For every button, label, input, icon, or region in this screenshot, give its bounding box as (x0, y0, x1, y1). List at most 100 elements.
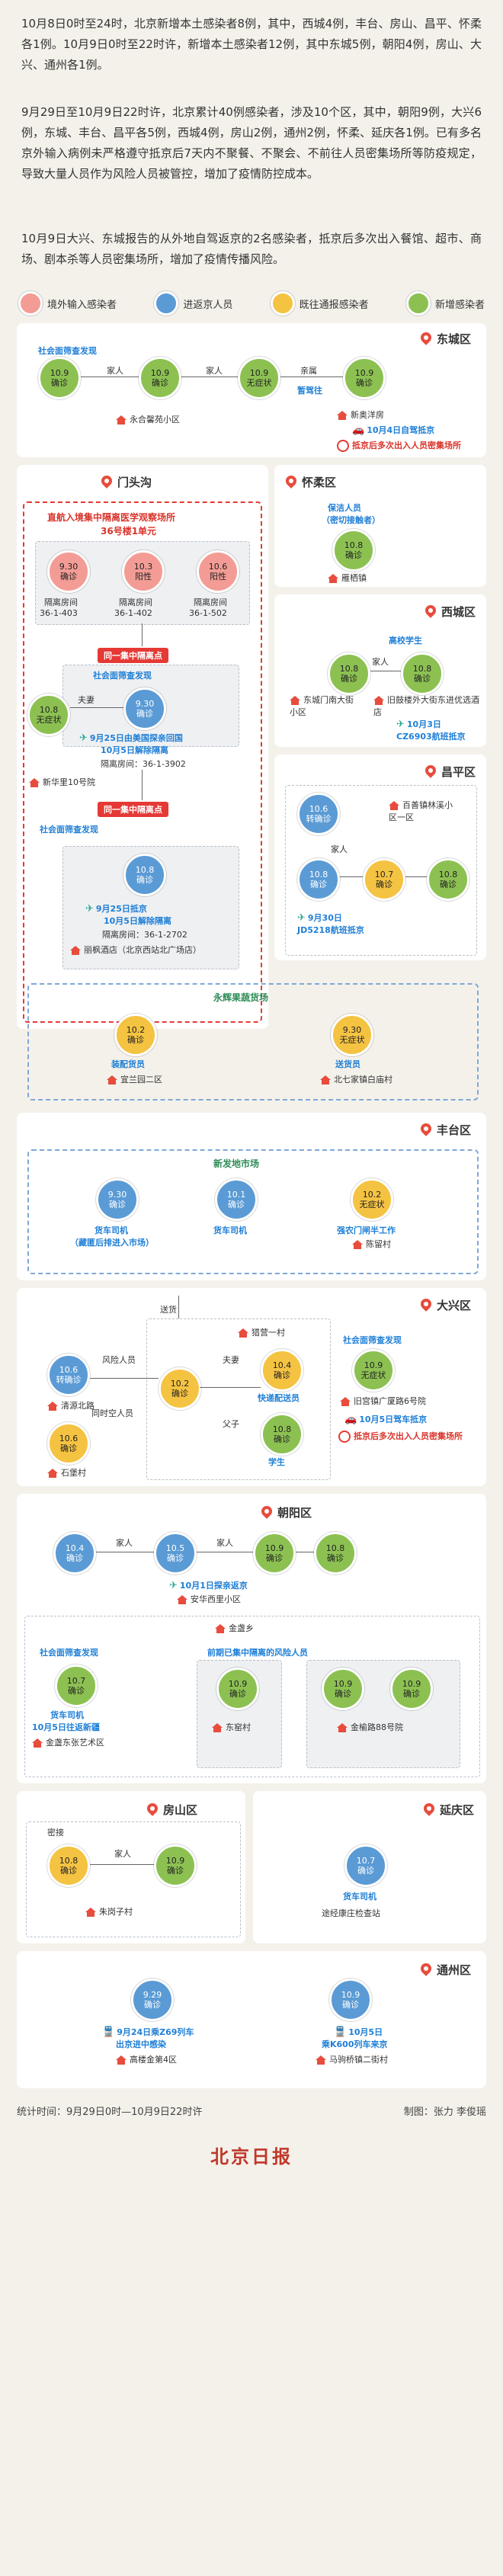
brand-logo: 北京日报 (210, 2145, 293, 2167)
risk-tag: 前期已集中隔离的风险人员 (207, 1648, 308, 1658)
legend-swatch (154, 291, 179, 316)
same-site-tag: 同一集中隔离点 (98, 802, 168, 817)
connector (70, 707, 123, 708)
room-label: 隔离房间 (119, 598, 152, 607)
hotel-building: 36号楼1单元 (101, 526, 157, 537)
panel-yonghui (27, 983, 479, 1101)
legend-swatch (18, 291, 43, 316)
travel-note: ✈10月1日探亲返京 (169, 1580, 248, 1591)
plane-icon: ✈ (79, 732, 88, 744)
flight-note: ✈10月3日 (396, 719, 441, 730)
location-pin-icon (285, 476, 297, 489)
relation-label: 家人 (216, 1538, 233, 1548)
district-label: 门头沟 (101, 474, 152, 490)
place-label: 金盏乡 (215, 1622, 254, 1634)
room-label: 隔离房间 (44, 598, 78, 607)
location-pin-icon (101, 476, 113, 489)
connector (142, 770, 143, 800)
house-icon (340, 1397, 351, 1406)
room-number: 36-1-402 (114, 608, 152, 618)
legend-item: 进返京人员 (154, 291, 232, 316)
car-icon: 🚗 (352, 425, 365, 436)
place-label: 丽枫酒店（北京西站北广场店） (70, 944, 201, 956)
screening-tag: 社会面筛查发现 (38, 346, 97, 356)
flight-note-2: CZ6903航班抵京 (396, 732, 466, 742)
house-icon (337, 1723, 348, 1732)
train-icon: 🚆 (334, 2027, 347, 2038)
market-title: 永辉果蔬货场 (213, 992, 269, 1003)
room-number: 36-1-403 (40, 608, 78, 618)
place-label: 金盏东张艺术区 (32, 1736, 104, 1748)
car-icon: 🚗 (344, 1414, 357, 1425)
place-label: 旧宫镇广厦路6号院 (340, 1395, 426, 1407)
legend-item: 新增感染者 (405, 291, 485, 316)
place-label: 新奥洋房 (337, 409, 384, 421)
relation-label: 风险人员 (102, 1355, 136, 1365)
flight-note: ✈9月30日 (297, 912, 342, 924)
relation-label: 夫妻 (223, 1355, 239, 1365)
place-label: 石堡村 (47, 1466, 86, 1479)
hotel-title: 直航入境集中隔离医学观察场所 (47, 512, 176, 523)
relation-label: 家人 (206, 366, 223, 376)
relation-label: 同时空人员 (91, 1408, 133, 1418)
district-label: 怀柔区 (285, 474, 336, 490)
location-pin-icon (420, 1963, 432, 1977)
district-label: 房山区 (146, 1802, 197, 1818)
district-label: 丰台区 (420, 1122, 471, 1138)
travel-note: 🚗10月5日驾车抵京 (344, 1414, 428, 1425)
relation-label: 家人 (107, 366, 123, 376)
legend-item: 既往通报感染者 (270, 291, 369, 316)
intro-paragraph-1: 10月8日0时至24时，北京新增本土感染者8例，其中，西城4例，丰台、房山、昌平… (21, 17, 482, 72)
connector (142, 623, 143, 646)
market-title: 新发地市场 (213, 1158, 260, 1169)
travel-note: 🚗10月4日自驾抵京 (352, 425, 435, 436)
forbidden-icon (337, 440, 349, 452)
warning-note: 抵京后多次出入人员密集场所 (337, 439, 474, 452)
train-note-2: 出京进中感染 (116, 2039, 166, 2049)
intro-paragraph-2: 9月29日至10月9日22时许，北京累计40例感染者，涉及10个区，其中，朝阳9… (21, 105, 482, 181)
legend-label: 进返京人员 (183, 299, 233, 311)
market-border (27, 1149, 479, 1274)
place-label: 百善镇林溪小区一区 (389, 800, 453, 822)
house-icon (238, 1328, 248, 1338)
connector (90, 1378, 159, 1379)
district-label: 朝阳区 (261, 1504, 312, 1520)
house-icon (116, 2055, 127, 2065)
role-title: 保洁人员 (328, 503, 361, 513)
forbidden-icon (338, 1431, 351, 1443)
legend-label: 既往通报感染者 (299, 299, 369, 311)
legend-swatch (405, 291, 431, 316)
place-label: 东窑村 (212, 1721, 251, 1733)
district-label: 西城区 (425, 604, 476, 620)
place-label: 新华里10号院 (29, 776, 95, 788)
plane-icon: ✈ (85, 903, 94, 915)
place-label: 陈留村 (352, 1238, 391, 1250)
house-icon (70, 946, 81, 955)
legend-item: 境外输入感染者 (18, 291, 117, 316)
